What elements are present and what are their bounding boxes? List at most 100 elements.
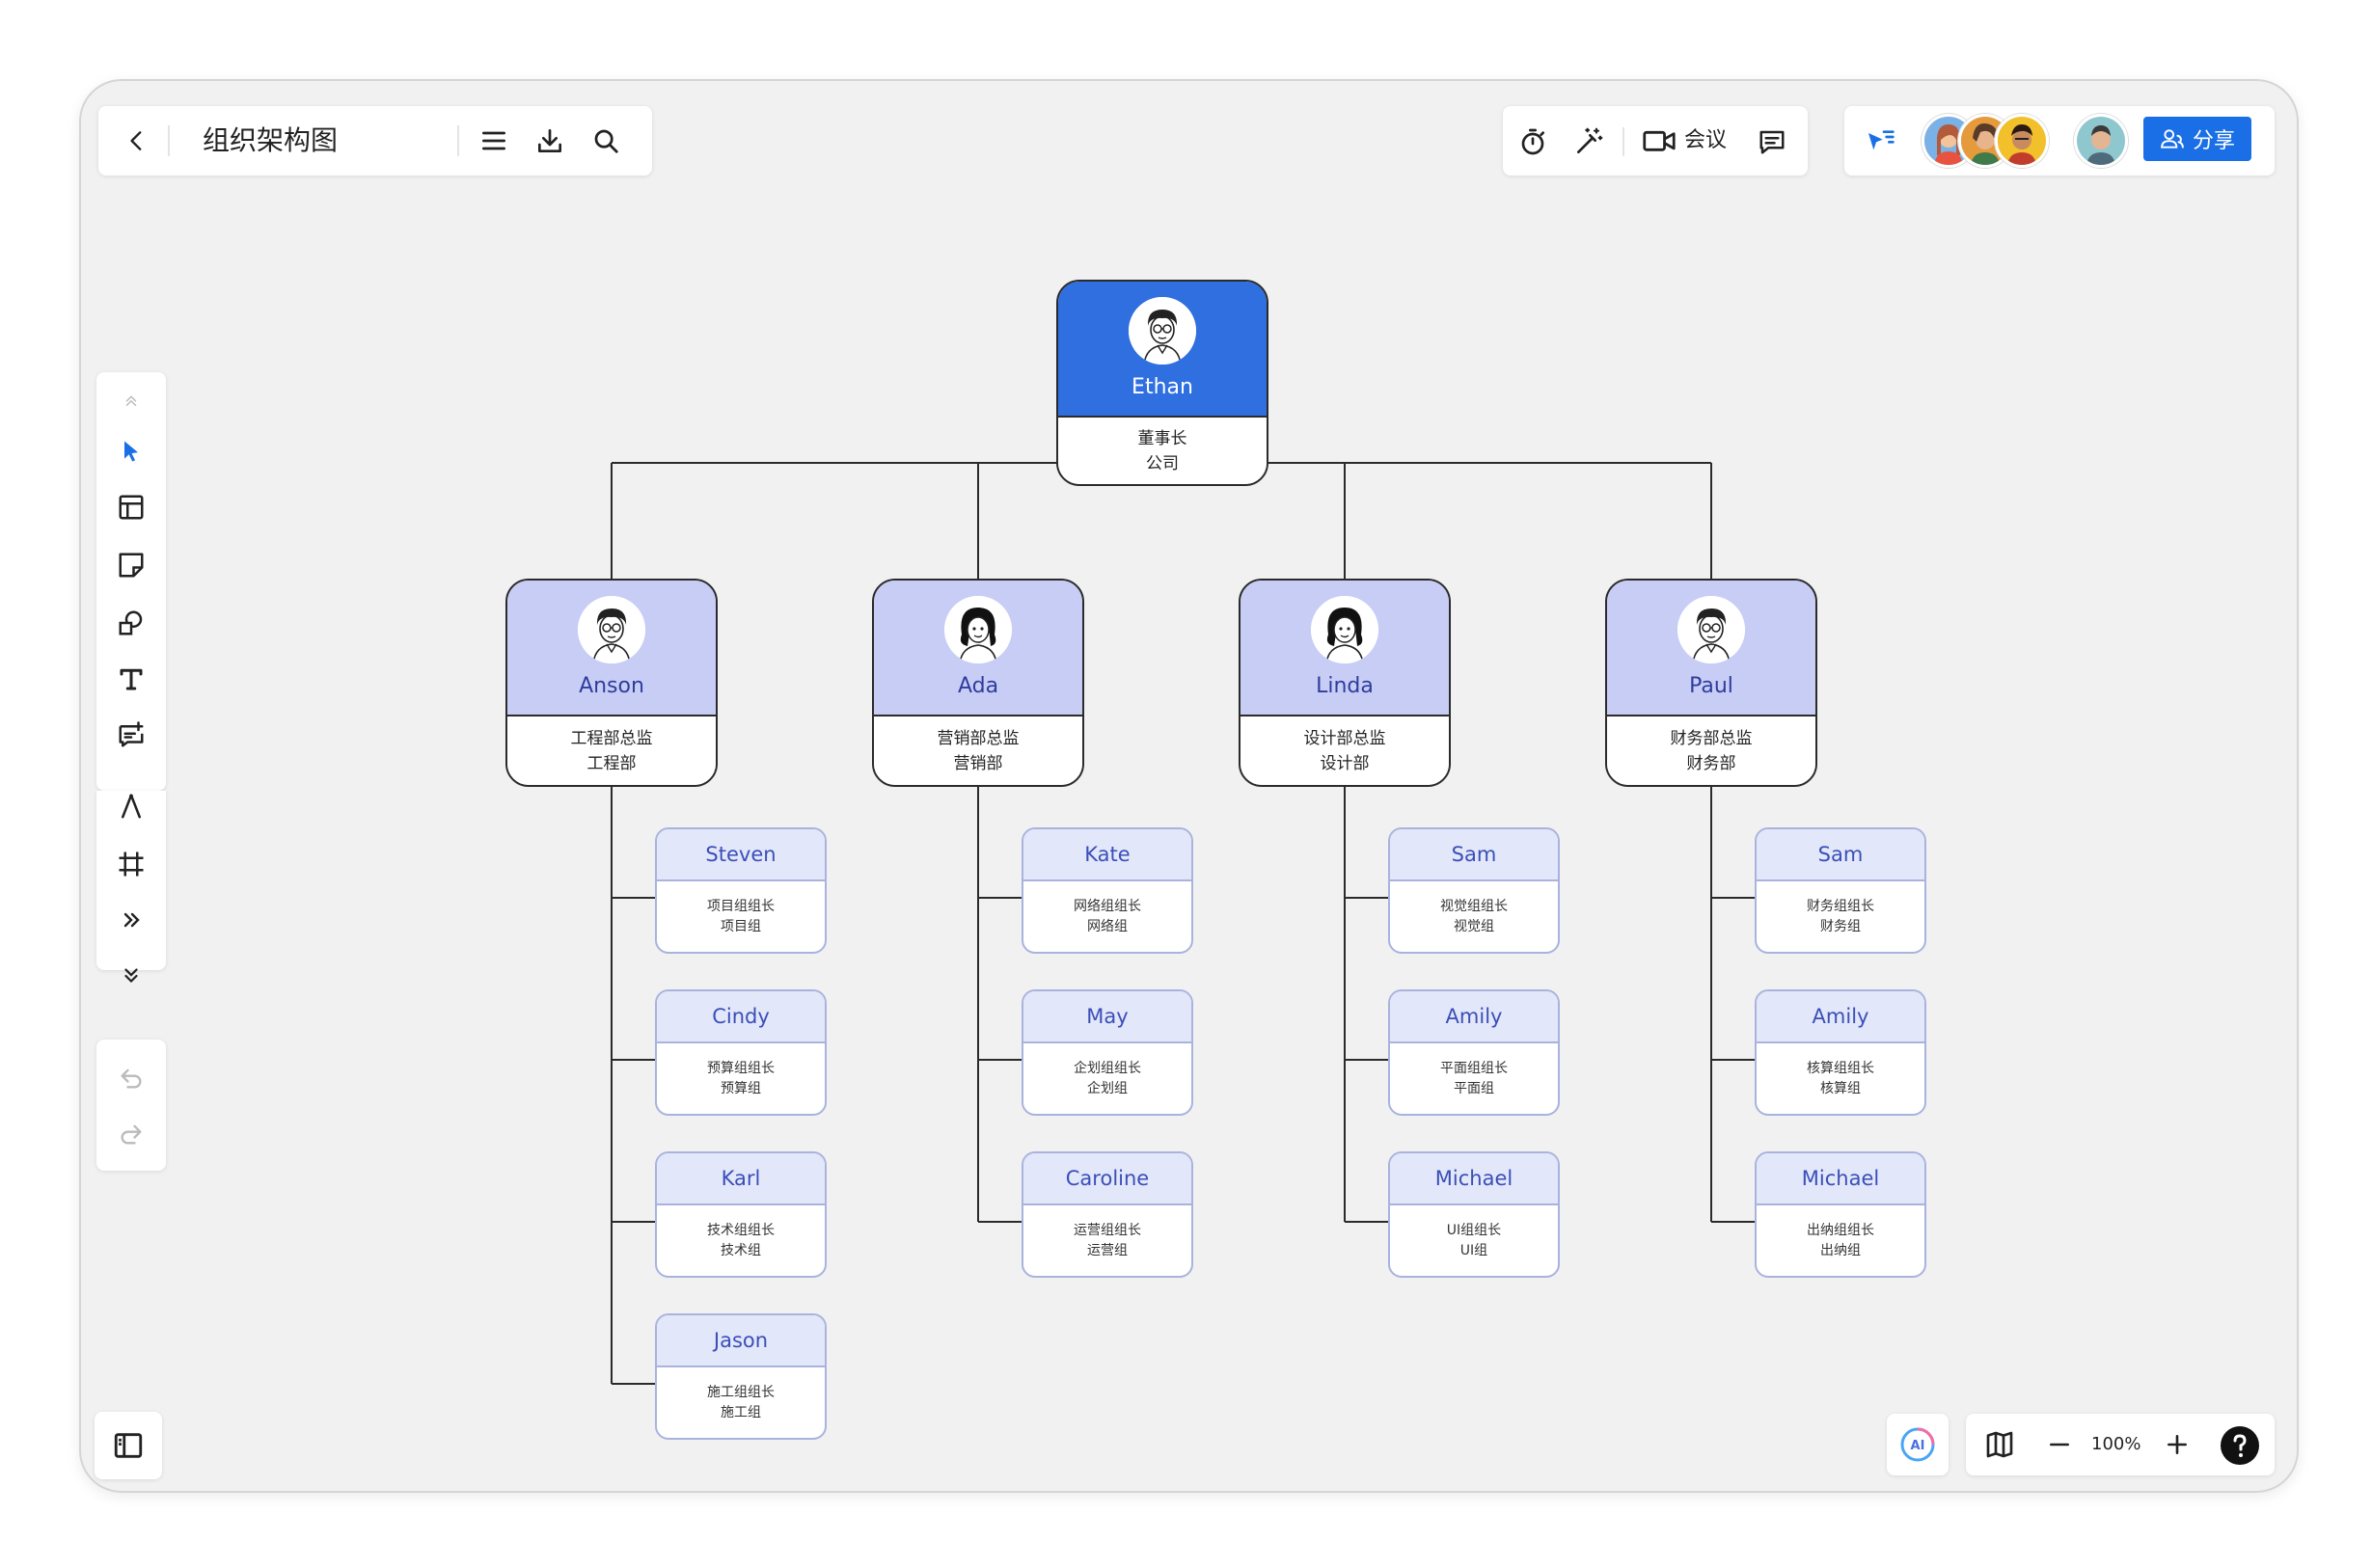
team-lead-card[interactable]: Jason 施工组组长施工组 — [655, 1313, 827, 1440]
undo-icon[interactable] — [112, 1059, 150, 1097]
text-icon[interactable] — [112, 660, 150, 698]
card-body: 核算组组长核算组 — [1757, 1041, 1924, 1114]
select-pointer-icon[interactable] — [112, 432, 150, 471]
male-avatar-icon — [578, 596, 645, 663]
card-body: 视觉组组长视觉组 — [1390, 879, 1558, 952]
help-icon[interactable] — [2219, 1424, 2261, 1467]
person-name: Jason — [657, 1315, 825, 1365]
timer-icon[interactable] — [1514, 123, 1551, 160]
document-toolbar: 组织架构图 — [98, 106, 652, 176]
share-label: 分享 — [2192, 129, 2235, 153]
department: 网络组 — [1087, 918, 1128, 934]
job-title: 技术组组长 — [707, 1222, 775, 1238]
department: 财务部 — [1686, 753, 1736, 773]
minimap-icon[interactable] — [1981, 1426, 2018, 1463]
department: 预算组 — [721, 1080, 761, 1096]
department: 运营组 — [1087, 1242, 1128, 1258]
person-name: Michael — [1390, 1153, 1558, 1203]
follow-cursor-icon[interactable] — [1862, 122, 1898, 159]
job-title: UI组组长 — [1446, 1222, 1502, 1238]
card-body: 预算组组长预算组 — [657, 1041, 825, 1114]
avatar — [1677, 596, 1745, 663]
sidebar-toggle-panel — [95, 1412, 162, 1479]
more-tools-icon[interactable] — [112, 901, 150, 939]
job-title: 项目组组长 — [707, 898, 775, 914]
whiteboard-canvas[interactable]: 组织架构图 会议 — [79, 79, 2299, 1493]
department: 平面组 — [1454, 1080, 1494, 1096]
expand-down-icon[interactable] — [112, 957, 150, 995]
card-body: 平面组组长平面组 — [1390, 1041, 1558, 1114]
job-title: 企划组组长 — [1074, 1060, 1141, 1076]
add-comment-icon[interactable] — [112, 716, 150, 754]
collaborator-avatar[interactable] — [2074, 114, 2128, 168]
document-title[interactable]: 组织架构图 — [203, 124, 339, 156]
magic-wand-icon[interactable] — [1570, 123, 1607, 160]
job-title: 工程部总监 — [570, 728, 653, 748]
department: 施工组 — [721, 1404, 761, 1420]
female-avatar-icon — [1311, 596, 1378, 663]
zoom-out-icon[interactable] — [2041, 1426, 2078, 1463]
department: 技术组 — [721, 1242, 761, 1258]
person-name: May — [1023, 991, 1191, 1041]
card-body: 工程部总监工程部 — [507, 715, 716, 785]
person-name: Karl — [657, 1153, 825, 1203]
menu-icon[interactable] — [475, 122, 513, 160]
team-lead-card[interactable]: Karl 技术组组长技术组 — [655, 1151, 827, 1278]
ai-assistant-icon[interactable]: AI — [1896, 1423, 1939, 1466]
collaborator-avatar[interactable] — [1995, 114, 2049, 168]
download-icon[interactable] — [531, 122, 569, 160]
avatar — [944, 596, 1012, 663]
card-body: 财务组组长财务组 — [1757, 879, 1924, 952]
video-meeting-icon[interactable] — [1640, 123, 1678, 160]
zoom-level[interactable]: 100% — [2091, 1434, 2141, 1454]
search-icon[interactable] — [586, 122, 625, 160]
avatar — [578, 596, 645, 663]
pen-icon[interactable] — [112, 787, 150, 825]
avatar — [1311, 596, 1378, 663]
male-avatar-icon — [1129, 297, 1196, 365]
back-icon[interactable] — [120, 123, 154, 158]
history-toolbar — [96, 1040, 166, 1171]
card-body: 出纳组组长出纳组 — [1757, 1203, 1924, 1276]
job-title: 施工组组长 — [707, 1384, 775, 1400]
female-avatar-icon — [944, 596, 1012, 663]
collapse-up-icon[interactable] — [114, 386, 149, 415]
job-title: 运营组组长 — [1074, 1222, 1141, 1238]
frame-icon[interactable] — [112, 845, 150, 883]
zoom-in-icon[interactable] — [2159, 1426, 2195, 1463]
department: 工程部 — [586, 753, 637, 773]
person-name: Cindy — [657, 991, 825, 1041]
meeting-label[interactable]: 会议 — [1684, 128, 1728, 152]
job-title: 预算组组长 — [707, 1060, 775, 1076]
comment-icon[interactable] — [1754, 123, 1790, 160]
share-button[interactable]: 分享 — [2143, 117, 2251, 161]
template-icon[interactable] — [112, 488, 150, 527]
department: 视觉组 — [1454, 918, 1494, 934]
card-header: Ethan — [1058, 282, 1267, 416]
card-header: Anson — [507, 581, 716, 715]
person-name: Linda — [1316, 674, 1374, 698]
sidebar-toggle-icon[interactable] — [109, 1426, 148, 1465]
divider — [168, 125, 170, 156]
redo-icon[interactable] — [112, 1115, 150, 1153]
ai-label: AI — [1911, 1439, 1925, 1453]
sticky-note-icon[interactable] — [112, 546, 150, 584]
shapes-icon[interactable] — [112, 604, 150, 642]
tool-palette — [96, 372, 166, 791]
